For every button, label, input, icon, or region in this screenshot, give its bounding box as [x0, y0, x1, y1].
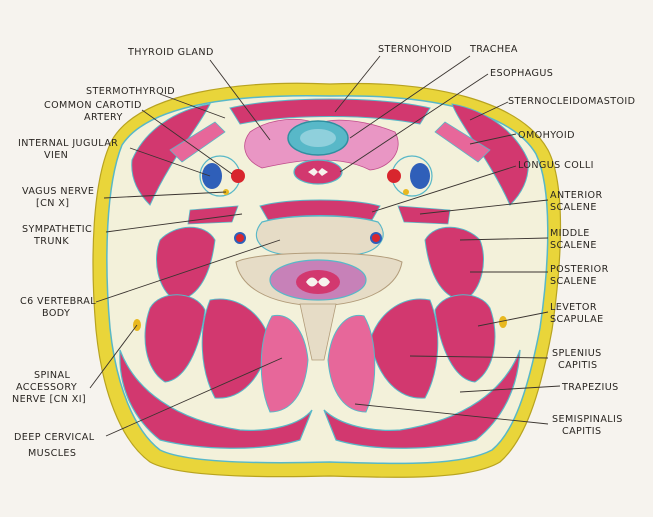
label-sternothyroid: STERMOTHYROID — [86, 86, 175, 97]
label-levator-line2: SCAPULAE — [550, 314, 604, 325]
label-deep-cervical-line1: DEEP CERVICAL — [14, 432, 95, 443]
vertebral-artery-right — [371, 233, 381, 243]
label-spinal-accessory-line3: NERVE [CN XI] — [12, 394, 86, 405]
label-esophagus: ESOPHAGUS — [490, 68, 553, 79]
label-internal-jugular-line1: INTERNAL JUGULAR — [18, 138, 118, 149]
label-sternocleidomastoid: STERNOCLEIDOMASTOID — [508, 96, 635, 107]
internal-jugular-vein-left — [202, 163, 222, 189]
label-omohyoid: OMOHYOID — [518, 130, 575, 141]
label-vagus-line2: [CN X] — [36, 198, 69, 209]
common-carotid-artery-right — [387, 169, 401, 183]
label-levator-line1: LEVETOR — [550, 302, 597, 313]
label-c6-vertebral-line2: BODY — [42, 308, 70, 319]
label-common-carotid-line2: ARTERY — [84, 112, 123, 123]
c6-vertebral-body — [256, 216, 383, 257]
label-trachea: TRACHEA — [469, 44, 518, 55]
label-splenius-line2: CAPITIS — [558, 360, 597, 371]
label-middle-scalene-line2: SCALENE — [550, 240, 597, 251]
label-common-carotid-line1: COMMON CAROTID — [44, 100, 142, 111]
label-posterior-scalene-line1: POSTERIOR — [550, 264, 609, 275]
label-semispinalis-line2: CAPITIS — [562, 426, 601, 437]
label-splenius-line1: SPLENIUS — [552, 348, 602, 359]
label-spinal-accessory-line2: ACCESSORY — [16, 382, 77, 393]
label-semispinalis-line1: SEMISPINALIS — [552, 414, 623, 425]
label-anterior-scalene-line1: ANTERIOR — [550, 190, 603, 201]
label-internal-jugular-line2: VIEN — [44, 150, 68, 161]
label-spinal-accessory-line1: SPINAL — [34, 370, 70, 381]
label-middle-scalene-line1: MIDDLE — [550, 228, 590, 239]
label-c6-vertebral-line1: C6 VERTEBRAL — [20, 296, 96, 307]
internal-jugular-vein-right — [410, 163, 430, 189]
label-sympathetic-line1: SYMPATHETIC — [22, 224, 92, 235]
label-thyroid-gland: THYROID GLAND — [127, 47, 214, 58]
label-deep-cervical-line2: MUSCLES — [28, 448, 76, 459]
common-carotid-artery-left — [231, 169, 245, 183]
label-posterior-scalene-line2: SCALENE — [550, 276, 597, 287]
label-trapezius: TRAPEZIUS — [561, 382, 619, 393]
vagus-nerve-right — [403, 189, 409, 195]
vertebral-artery-left — [235, 233, 245, 243]
label-sternohyoid: STERNOHYOID — [378, 44, 452, 55]
label-anterior-scalene-line2: SCALENE — [550, 202, 597, 213]
label-vagus-line1: VAGUS NERVE — [22, 186, 94, 197]
label-longus-colli: LONGUS COLLI — [518, 160, 594, 171]
label-sympathetic-line2: TRUNK — [33, 236, 69, 247]
trachea-lumen — [300, 129, 336, 147]
